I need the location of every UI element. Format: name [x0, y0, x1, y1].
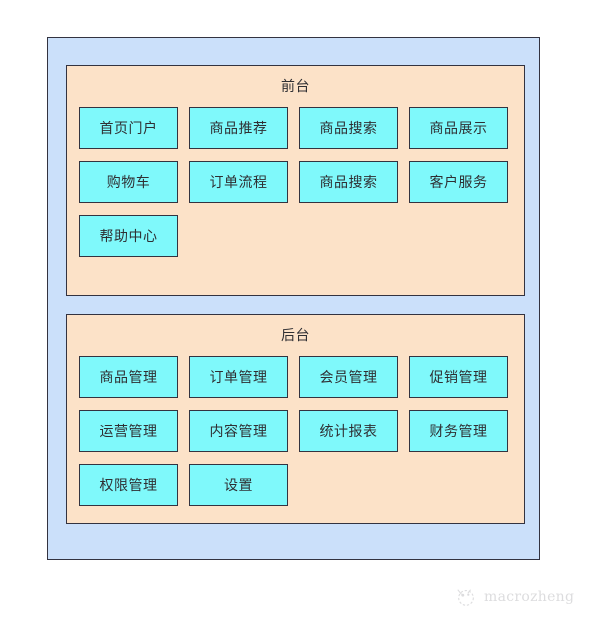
section-frontend-node-grid: 首页门户 商品推荐 商品搜索 商品展示 购物车 订单流程 商品搜索 客户服务 帮… — [79, 107, 512, 257]
node-frontend-1[interactable]: 商品推荐 — [189, 107, 288, 149]
node-backend-6[interactable]: 统计报表 — [299, 410, 398, 452]
node-frontend-3[interactable]: 商品展示 — [409, 107, 508, 149]
node-frontend-8[interactable]: 帮助中心 — [79, 215, 178, 257]
node-frontend-7[interactable]: 客户服务 — [409, 161, 508, 203]
section-frontend: 前台 首页门户 商品推荐 商品搜索 商品展示 购物车 订单流程 商品搜索 客户服… — [66, 65, 525, 296]
section-frontend-title: 前台 — [281, 79, 310, 95]
node-frontend-2[interactable]: 商品搜索 — [299, 107, 398, 149]
node-backend-1[interactable]: 订单管理 — [189, 356, 288, 398]
diagram-outer-panel: 前台 首页门户 商品推荐 商品搜索 商品展示 购物车 订单流程 商品搜索 客户服… — [47, 37, 540, 560]
section-backend: 后台 商品管理 订单管理 会员管理 促销管理 运营管理 内容管理 统计报表 财务… — [66, 314, 525, 524]
node-frontend-4[interactable]: 购物车 — [79, 161, 178, 203]
node-frontend-0[interactable]: 首页门户 — [79, 107, 178, 149]
node-frontend-5[interactable]: 订单流程 — [189, 161, 288, 203]
node-backend-3[interactable]: 促销管理 — [409, 356, 508, 398]
node-backend-0[interactable]: 商品管理 — [79, 356, 178, 398]
node-backend-2[interactable]: 会员管理 — [299, 356, 398, 398]
node-backend-9[interactable]: 设置 — [189, 464, 288, 506]
watermark-text: macrozheng — [484, 589, 575, 605]
circle-logo-icon — [455, 586, 477, 608]
section-backend-node-grid: 商品管理 订单管理 会员管理 促销管理 运营管理 内容管理 统计报表 财务管理 … — [79, 356, 512, 506]
watermark: macrozheng — [455, 586, 574, 608]
section-backend-title: 后台 — [281, 328, 310, 344]
node-backend-5[interactable]: 内容管理 — [189, 410, 288, 452]
node-backend-7[interactable]: 财务管理 — [409, 410, 508, 452]
node-backend-8[interactable]: 权限管理 — [79, 464, 178, 506]
node-frontend-6[interactable]: 商品搜索 — [299, 161, 398, 203]
node-backend-4[interactable]: 运营管理 — [79, 410, 178, 452]
